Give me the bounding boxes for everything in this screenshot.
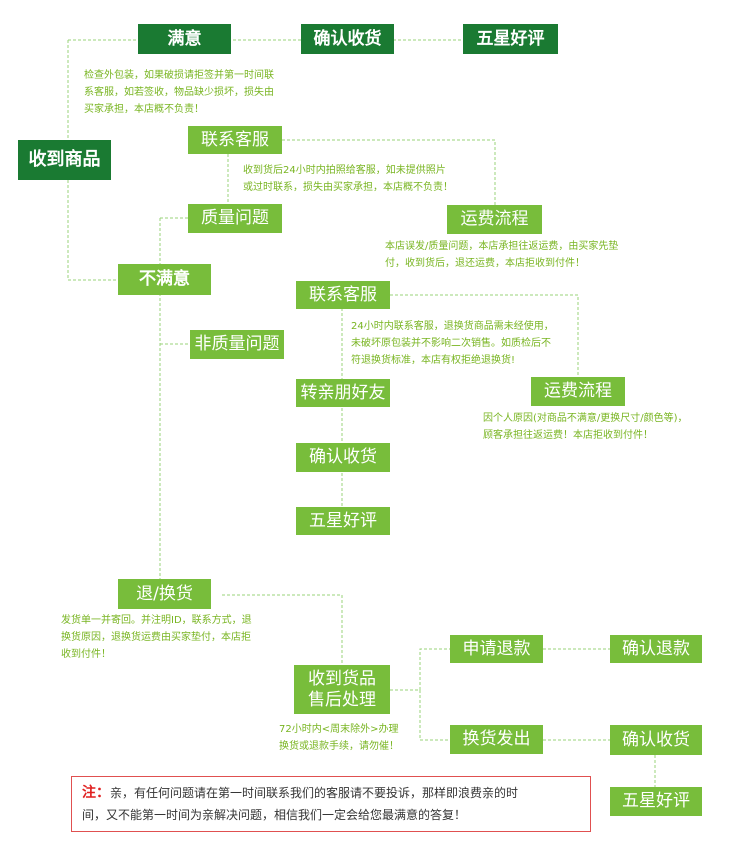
node-unsatisfied: 不满意 <box>118 264 211 295</box>
after-sales-line2: 售后处理 <box>308 689 376 710</box>
note-return-info: 发货单一并寄回。并注明ID，联系方式，退 换货原因，退换货运费由买家垫付，本店拒… <box>61 615 252 660</box>
note-check-package: 检查外包装，如果破损请拒签并第一时间联 系客服，如若签收，物品缺少损坏，损失由 … <box>84 70 274 115</box>
notice-box: 注：亲，有任何问题请在第一时间联系我们的客服请不要投诉，那样即浪费亲的时 间，又… <box>71 776 591 832</box>
node-apply-refund: 申请退款 <box>450 635 543 663</box>
node-confirm-receipt-bottom: 确认收货 <box>610 725 702 755</box>
node-shipping-flow-2: 运费流程 <box>531 377 625 406</box>
note-processing-time: 72小时内<周末除外>办理 换货或退款手续，请勿催！ <box>279 724 399 752</box>
notice-line-2: 间，又不能第一时间为亲解决问题，相信我们一定会给您最满意的答复！ <box>82 808 467 822</box>
node-share-friends: 转亲朋好友 <box>296 379 390 407</box>
notice-text-1: 亲，有任何问题请在第一时间联系我们的客服请不要投诉，那样即浪费亲的时 <box>110 786 519 800</box>
node-non-quality-issue: 非质量问题 <box>190 330 284 359</box>
node-five-star-mid: 五星好评 <box>296 507 390 535</box>
note-non-quality-contact: 24小时内联系客服，退换货商品需未经使用， 未破坏原包装并不影响二次销售。如质检… <box>351 321 554 366</box>
node-shipping-flow-1: 运费流程 <box>447 205 542 234</box>
node-received-goods: 收到商品 <box>18 140 111 180</box>
node-return-exchange: 退/换货 <box>118 579 211 609</box>
node-confirm-receipt-top: 确认收货 <box>301 24 394 54</box>
node-contact-cs-2: 联系客服 <box>296 281 390 309</box>
note-quality-shipping: 本店误发/质量问题，本店承担往返运费，由买家先垫 付，收到货后，退还运费，本店拒… <box>385 241 619 269</box>
notice-label: 注： <box>82 785 110 801</box>
node-contact-cs-1: 联系客服 <box>188 126 282 154</box>
node-exchange-ship: 换货发出 <box>450 725 543 754</box>
node-confirm-refund: 确认退款 <box>610 635 702 663</box>
node-confirm-receipt-mid: 确认收货 <box>296 443 390 472</box>
note-non-quality-shipping: 因个人原因(对商品不满意/更换尺寸/颜色等)， 顾客承担往返运费！本店拒收到付件… <box>483 413 688 441</box>
node-five-star-bottom: 五星好评 <box>610 787 702 816</box>
note-quality-contact: 收到货后24小时内拍照给客服，如未提供照片 或过时联系，损失由买家承担，本店概不… <box>243 165 453 193</box>
node-satisfied: 满意 <box>138 24 231 54</box>
node-five-star-top: 五星好评 <box>463 24 558 54</box>
notice-line-1: 注：亲，有任何问题请在第一时间联系我们的客服请不要投诉，那样即浪费亲的时 <box>82 782 580 804</box>
after-sales-line1: 收到货品 <box>308 668 376 689</box>
node-after-sales: 收到货品 售后处理 <box>294 665 390 714</box>
node-quality-issue: 质量问题 <box>188 204 282 233</box>
